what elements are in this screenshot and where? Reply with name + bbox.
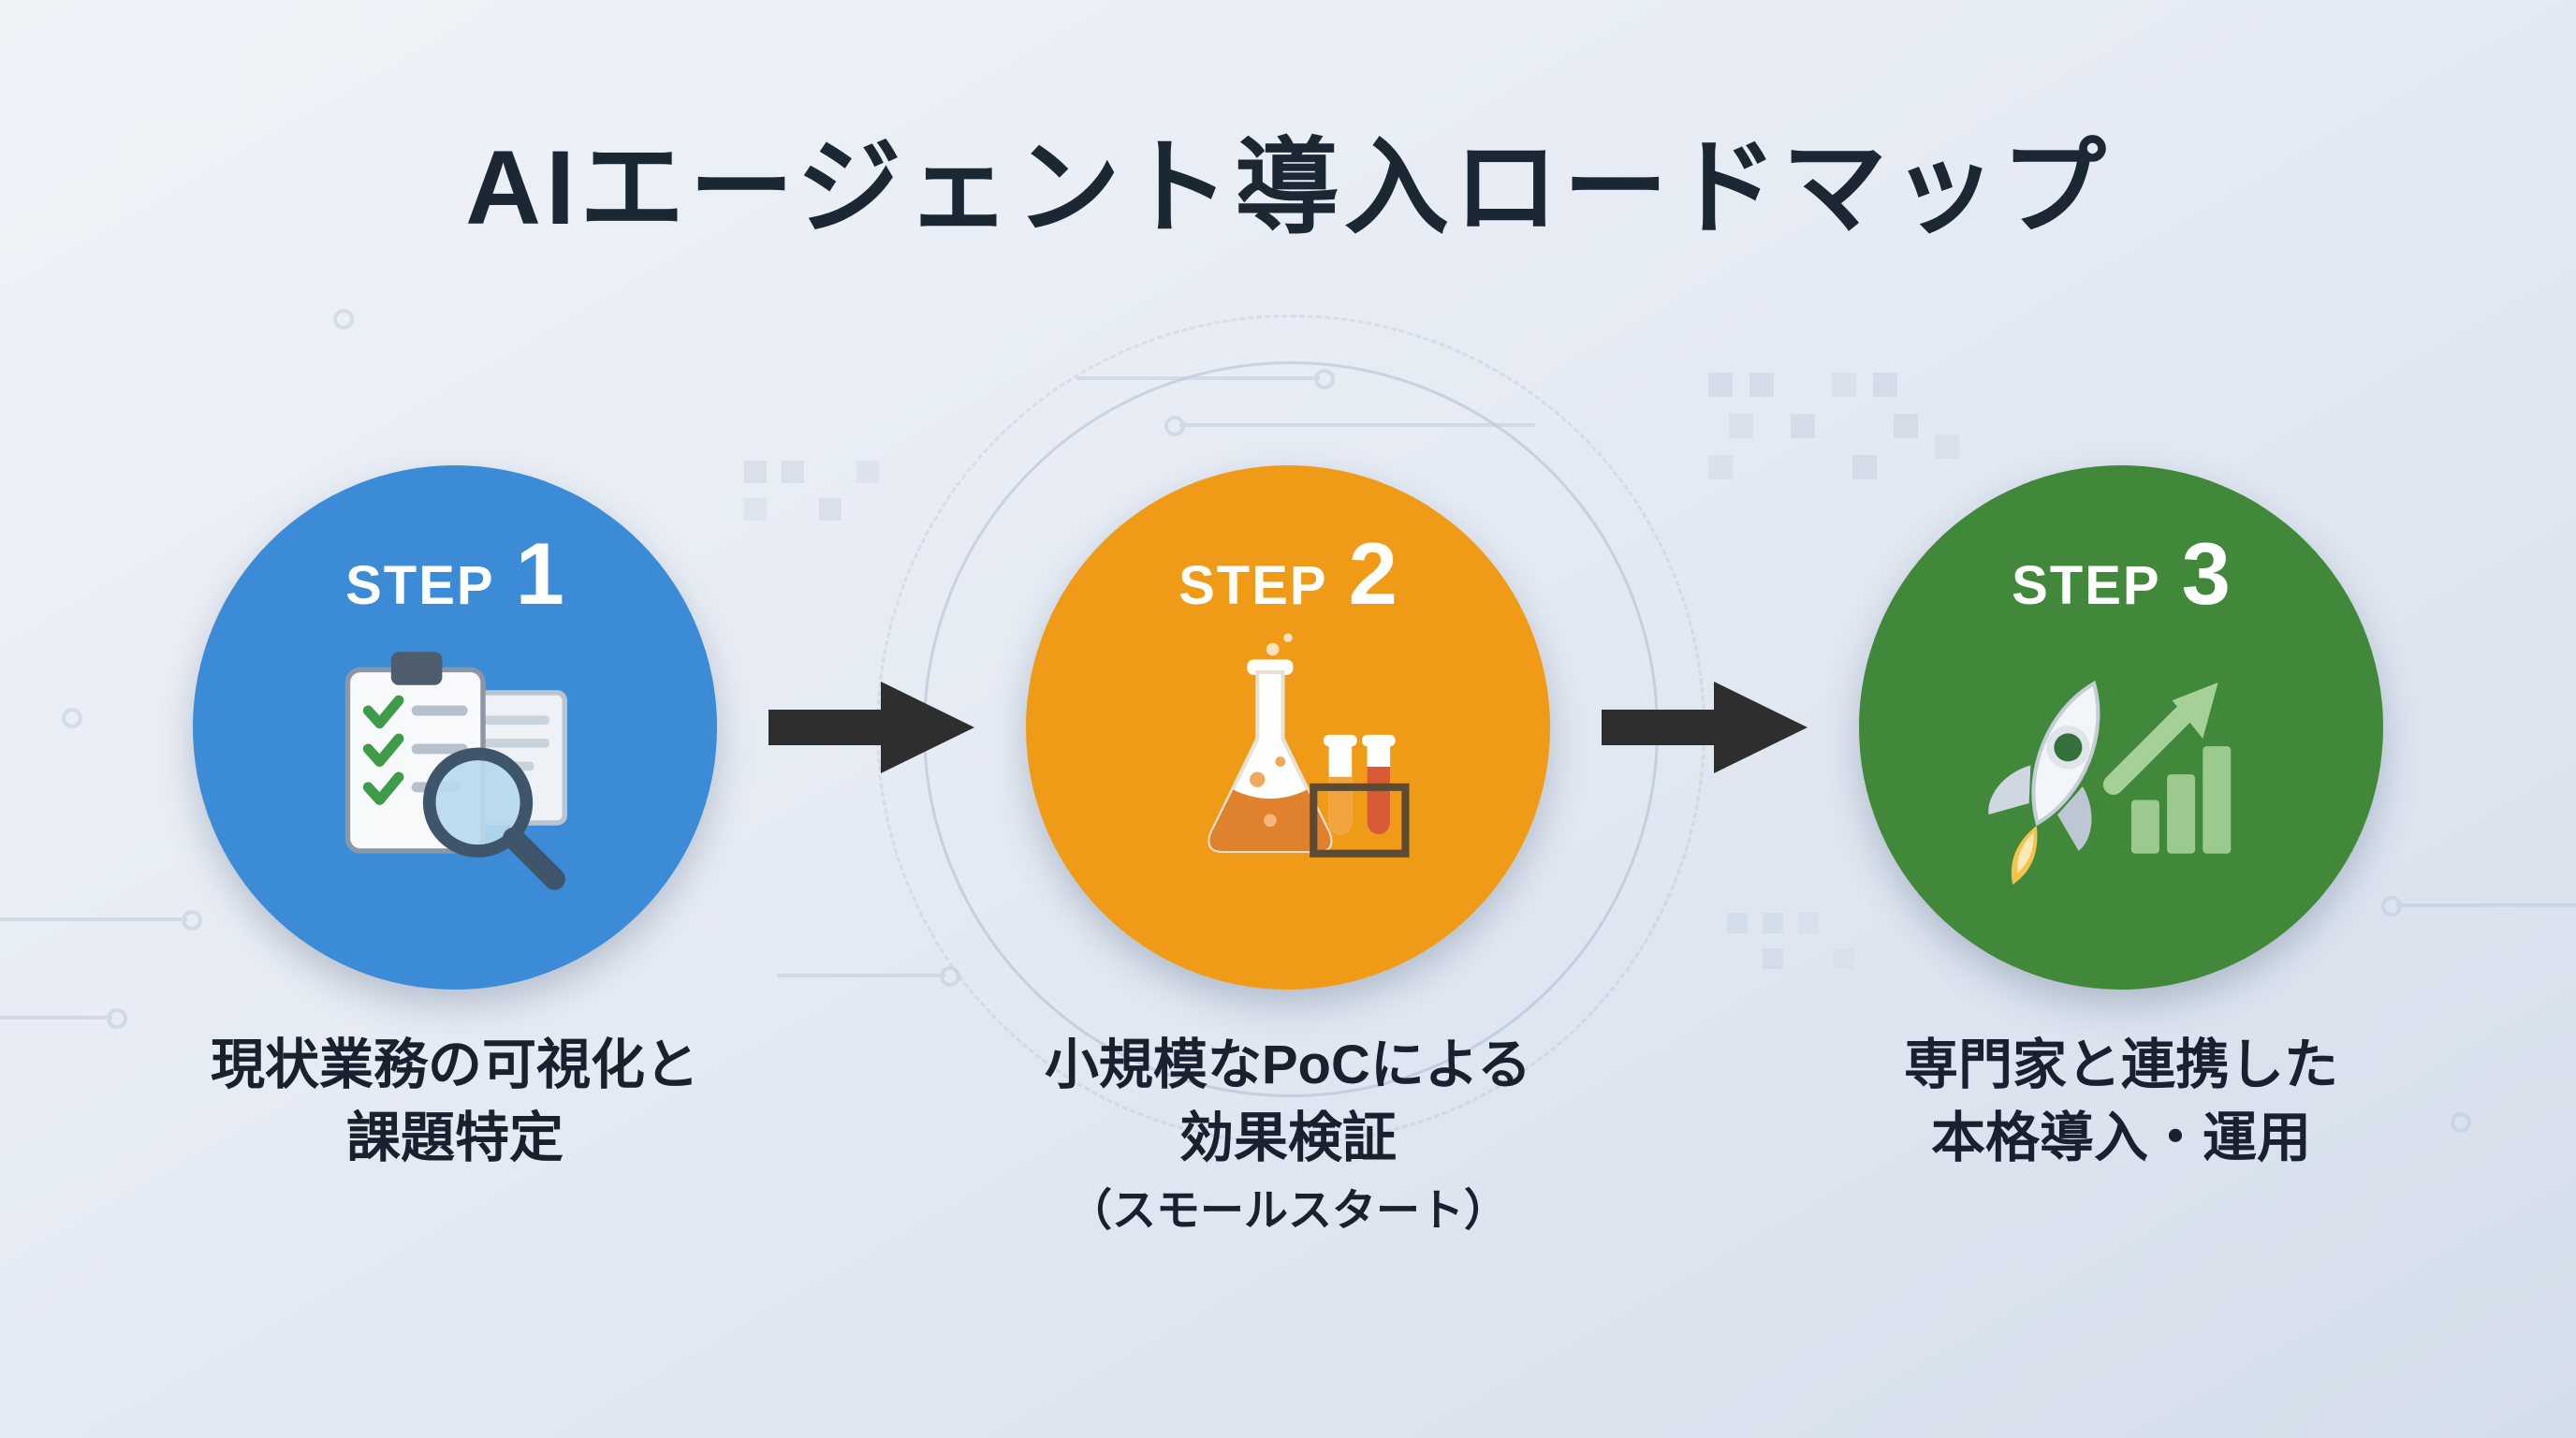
step-1-circle: STEP 1 [193, 465, 717, 990]
page-title: AIエージェント導入ロードマップ [465, 129, 2111, 246]
caption-line: 本格導入・運用 [1930, 1107, 2311, 1168]
step-word: STEP [1178, 555, 1328, 616]
circuit-pixel-cluster [1708, 373, 1733, 397]
flask-test-tubes-icon [1208, 633, 1410, 858]
circuit-trace [1076, 369, 1335, 389]
step-number: 1 [515, 524, 564, 623]
step-2: STEP 2 [1026, 465, 1550, 1240]
caption-line: 効果検証 [1178, 1107, 1397, 1168]
circuit-trace [1164, 416, 1535, 436]
caption-line: 小規模なPoCによる [1044, 1034, 1532, 1095]
caption-line: 課題特定 [345, 1107, 564, 1168]
step-3-caption: 専門家と連携した 本格導入・運用 [1904, 1029, 2338, 1174]
steps-row: STEP 1 [0, 465, 2576, 1240]
step-3-icon-box [1981, 626, 2261, 907]
circuit-trace [0, 1008, 127, 1029]
circuit-pixel-cluster [744, 461, 767, 483]
step-1-caption: 現状業務の可視化と 課題特定 [211, 1029, 699, 1174]
circuit-trace [777, 966, 960, 987]
step-2-icon-box [1148, 626, 1428, 907]
step-2-circle: STEP 2 [1026, 465, 1550, 990]
step-1-label: STEP 1 [345, 523, 564, 624]
step-1: STEP 1 [193, 465, 717, 1174]
step-word: STEP [2012, 555, 2161, 616]
right-arrow-icon [768, 682, 974, 773]
step-word: STEP [345, 555, 495, 616]
step-number: 3 [2181, 524, 2231, 623]
right-arrow-icon [1602, 682, 1808, 773]
arrow-step2-to-step3 [1602, 667, 1808, 788]
circuit-trace [0, 910, 202, 931]
circuit-pixel-cluster [1727, 913, 1748, 933]
circuit-trace [2381, 896, 2576, 917]
arrow-step1-to-step2 [768, 667, 974, 788]
step-3-label: STEP 3 [2012, 523, 2231, 624]
step-2-label: STEP 2 [1178, 523, 1398, 624]
circuit-node [2451, 1112, 2471, 1133]
caption-line: 現状業務の可視化と [210, 1034, 699, 1095]
step-1-icon-box [315, 626, 595, 907]
rocket-growth-chart-icon [1988, 681, 2232, 886]
caption-line: 専門家と連携した [1903, 1034, 2338, 1095]
circuit-node [333, 309, 354, 330]
step-number: 2 [1348, 524, 1398, 623]
circuit-node [62, 708, 82, 728]
step-3: STEP 3 [1859, 465, 2383, 1174]
step-3-circle: STEP 3 [1859, 465, 2383, 990]
clipboard-checklist-magnifier-icon [344, 652, 567, 890]
caption-line-small: （スモールスタート） [1067, 1185, 1508, 1236]
step-2-caption: 小規模なPoCによる 効果検証 （スモールスタート） [1045, 1029, 1531, 1240]
